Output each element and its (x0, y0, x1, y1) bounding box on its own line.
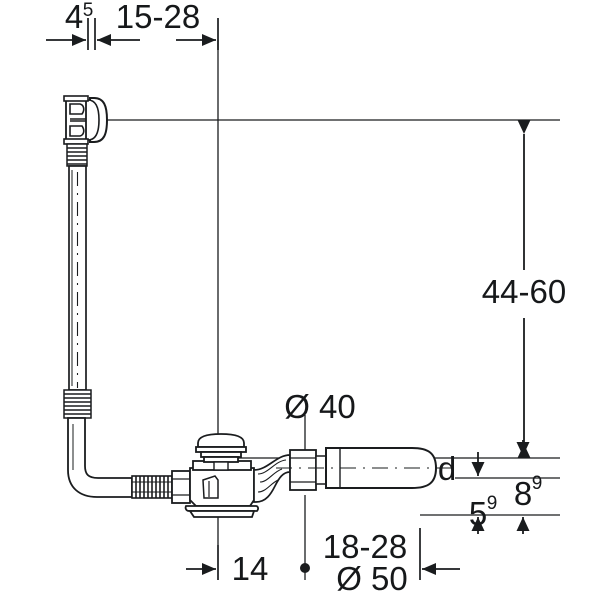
dim-label-top-left-sup: 5 (83, 0, 94, 21)
dim-label-59: 5 9 (469, 493, 497, 532)
flex-connector (253, 454, 291, 503)
dim-label-89-value: 8 (514, 475, 532, 512)
valve-plug (195, 433, 247, 471)
dim-label-59-sup: 9 (487, 493, 498, 514)
dim-label-top-left-value: 4 (65, 0, 83, 35)
overflow-threaded-neck (66, 143, 88, 167)
dimension-lines (46, 18, 560, 580)
outlet-centre-dot (300, 563, 310, 573)
dim-label-89: 8 9 (514, 473, 542, 512)
callout-outlet-diameter: Ø 50 (336, 560, 408, 597)
dim-label-89-sup: 9 (532, 473, 543, 494)
callout-valve-diameter: Ø 40 (284, 388, 356, 425)
horizontal-corrugated-hose (131, 475, 173, 499)
dim-label-top-span: 15-28 (116, 0, 200, 35)
pipe-elbow-bend (67, 417, 133, 498)
overflow-cover-plate (63, 95, 109, 145)
hex-union-nut (171, 470, 191, 504)
dim-label-bottom-span: 18-28 (323, 528, 407, 565)
dim-label-height: 44-60 (482, 273, 566, 310)
dim-label-top-left: 4 5 (65, 0, 93, 35)
dim-label-59-value: 5 (469, 495, 487, 532)
drain-body (184, 460, 259, 518)
overflow-pipe-collar (63, 389, 92, 419)
trap-inlet-nut (289, 449, 327, 491)
callout-outlet-d: d (438, 450, 456, 487)
dim-label-bottom-14: 14 (232, 550, 269, 587)
